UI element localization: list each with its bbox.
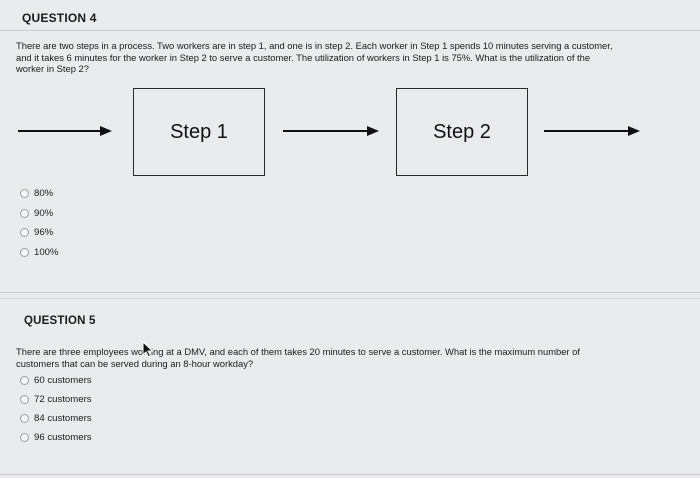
question-5-option-84[interactable]: 84 customers	[20, 413, 92, 424]
question-4-text-line: There are two steps in a process. Two wo…	[16, 40, 613, 51]
question-4-text: There are two steps in a process. Two wo…	[16, 40, 696, 75]
question-5-option-72[interactable]: 72 customers	[20, 394, 92, 405]
question-4-title: QUESTION 4	[22, 11, 97, 25]
option-label: 90%	[34, 208, 54, 219]
question-4-text-line: worker in Step 2?	[16, 63, 89, 74]
option-label: 96%	[34, 227, 54, 238]
question-4-option-90[interactable]: 90%	[20, 208, 53, 219]
question-5-text-line: There are three employees working at a D…	[16, 346, 580, 357]
question-5-title: QUESTION 5	[24, 315, 96, 327]
radio-button[interactable]	[20, 209, 29, 218]
question-5-text-line: customers that can be served during an 8…	[16, 357, 254, 369]
radio-button[interactable]	[20, 248, 29, 257]
input-arrow	[18, 126, 112, 136]
option-label: 96 customers	[34, 432, 92, 443]
radio-button[interactable]	[20, 414, 29, 423]
bottom-divider	[0, 474, 700, 475]
output-arrow	[544, 126, 640, 136]
radio-button[interactable]	[20, 395, 29, 404]
option-label: 100%	[34, 247, 59, 258]
question-5-option-96[interactable]: 96 customers	[20, 432, 92, 443]
option-label: 60 customers	[34, 375, 92, 386]
top-divider	[0, 30, 700, 31]
section-divider	[0, 298, 700, 299]
radio-button[interactable]	[20, 228, 29, 237]
section-divider	[0, 292, 700, 293]
step-1-box: Step 1	[133, 88, 265, 176]
option-label: 72 customers	[34, 394, 92, 405]
question-4-text-line: and it takes 6 minutes for the worker in…	[16, 51, 591, 63]
step-2-label: Step 2	[433, 120, 491, 143]
middle-arrow	[283, 126, 379, 136]
step-1-label: Step 1	[170, 120, 228, 143]
question-5-option-60[interactable]: 60 customers	[20, 375, 92, 386]
radio-button[interactable]	[20, 189, 29, 198]
step-2-box: Step 2	[396, 88, 528, 176]
option-label: 80%	[34, 188, 54, 199]
radio-button[interactable]	[20, 376, 29, 385]
question-4-option-80[interactable]: 80%	[20, 188, 53, 199]
mouse-pointer-icon	[142, 341, 154, 358]
question-5-text: There are three employees working at a D…	[16, 346, 696, 369]
question-4-option-96[interactable]: 96%	[20, 227, 53, 238]
radio-button[interactable]	[20, 433, 29, 442]
option-label: 84 customers	[34, 413, 92, 424]
question-4-option-100[interactable]: 100%	[20, 247, 59, 258]
